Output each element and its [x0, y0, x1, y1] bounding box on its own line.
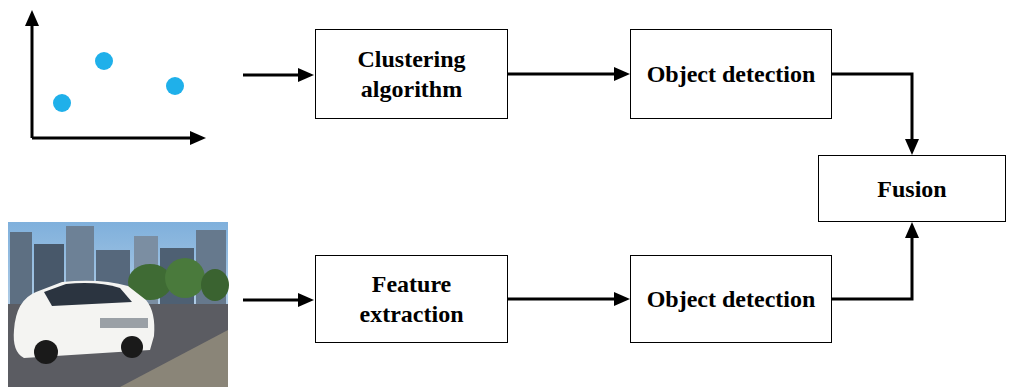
- input-arrow: [243, 299, 304, 302]
- y-axis: [31, 20, 34, 138]
- process-box: Clustering algorithm: [315, 29, 508, 119]
- scatter-plot-icon: [32, 20, 196, 138]
- flow-arrow: [832, 232, 912, 299]
- box-label: Clustering algorithm: [325, 44, 498, 104]
- data-point: [53, 94, 71, 112]
- car-wheel: [121, 336, 143, 358]
- car-wheel: [34, 340, 58, 364]
- car-grille: [100, 318, 148, 328]
- box-label: Feature extraction: [325, 269, 498, 329]
- tree: [201, 269, 229, 301]
- box-label: Fusion: [877, 174, 946, 204]
- process-box: Object detection: [630, 255, 832, 343]
- box-label: Object detection: [647, 59, 816, 89]
- x-axis: [32, 137, 196, 140]
- box-label: Object detection: [647, 284, 816, 314]
- data-point: [95, 52, 113, 70]
- process-box: Fusion: [818, 155, 1006, 222]
- road-light: [120, 330, 228, 387]
- sky: [8, 222, 228, 387]
- flow-arrow: [832, 74, 912, 145]
- input-arrow: [243, 74, 304, 77]
- process-box: Feature extraction: [315, 255, 508, 343]
- flow-arrow: [508, 298, 620, 301]
- flow-arrow: [508, 73, 620, 76]
- tree: [165, 258, 205, 298]
- process-box: Object detection: [630, 29, 832, 119]
- car-photo: [8, 222, 229, 387]
- car-body: [14, 281, 155, 358]
- car-window: [44, 283, 132, 306]
- data-point: [166, 77, 184, 95]
